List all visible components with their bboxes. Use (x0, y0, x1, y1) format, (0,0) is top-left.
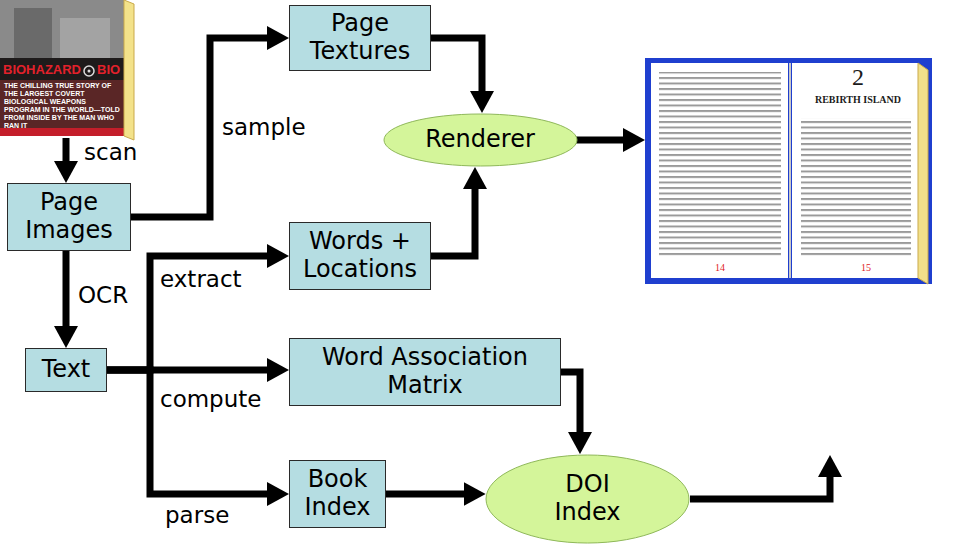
node-label: Text (42, 356, 91, 384)
cover-bottom-band (0, 128, 124, 136)
chapter-title: REBIRTH ISLAND (788, 94, 928, 106)
cover-photo-shape (14, 8, 52, 58)
page-text-lines (659, 72, 781, 256)
edge-label: sample (222, 114, 306, 140)
edge-label: parse (165, 502, 229, 528)
biohazard-symbol (88, 70, 91, 73)
left-page (651, 63, 788, 278)
biohazard-symbol (84, 66, 94, 76)
book-cover-edge (645, 58, 932, 284)
process-ellipse: DOI Index (485, 454, 690, 544)
cover-title: BIOHAZARD (3, 63, 81, 78)
flow-arrow (431, 38, 482, 101)
page-edges (124, 0, 134, 140)
node-label: DOI Index (533, 471, 643, 526)
output-arrow (690, 467, 830, 499)
process-box: Book Index (289, 460, 386, 528)
process-box: Text (25, 348, 107, 392)
process-ellipse: Renderer (383, 113, 578, 167)
cover-photo-shape (60, 18, 110, 58)
scan-arrow (63, 138, 70, 171)
node-label: Page Images (15, 189, 123, 244)
flow-arrow (431, 179, 475, 256)
cover-title: BIO (97, 63, 120, 78)
process-box: Words + Locations (289, 222, 431, 290)
node-label: Word Association Matrix (297, 344, 553, 399)
cover-background (0, 0, 124, 136)
node-label: Renderer (425, 126, 535, 154)
flow-arrow (63, 251, 70, 336)
cover-blurb: THE CHILLING TRUE STORY OF THE LARGEST C… (4, 82, 120, 130)
cover-title-band (0, 58, 124, 80)
output-arrow (572, 137, 633, 144)
page-text-lines (801, 118, 911, 256)
node-label: Page Textures (297, 10, 423, 65)
page-number: 14 (650, 262, 790, 274)
ellipse-shape (486, 455, 689, 543)
book-cover (0, 0, 134, 140)
rendered-book (645, 58, 932, 284)
page-edges (918, 63, 928, 284)
step-label: scan (84, 139, 137, 165)
page-number: 15 (796, 262, 936, 274)
flow-arrow (561, 372, 580, 442)
node-label: Book Index (297, 466, 378, 521)
cover-photo (0, 0, 124, 58)
process-box: Word Association Matrix (289, 338, 561, 406)
edge-label: OCR (78, 282, 128, 308)
chapter-number: 2 (788, 64, 928, 92)
ellipse-shape (384, 114, 577, 166)
node-label: Words + Locations (297, 228, 423, 283)
flow-arrow (386, 491, 474, 498)
gutter (789, 63, 791, 278)
edge-label: extract (160, 266, 242, 292)
flow-arrow (107, 370, 277, 494)
process-box: Page Textures (289, 5, 431, 71)
edge-label: compute (160, 386, 261, 412)
flow-arrow (107, 256, 277, 370)
process-box: Page Images (7, 183, 131, 251)
